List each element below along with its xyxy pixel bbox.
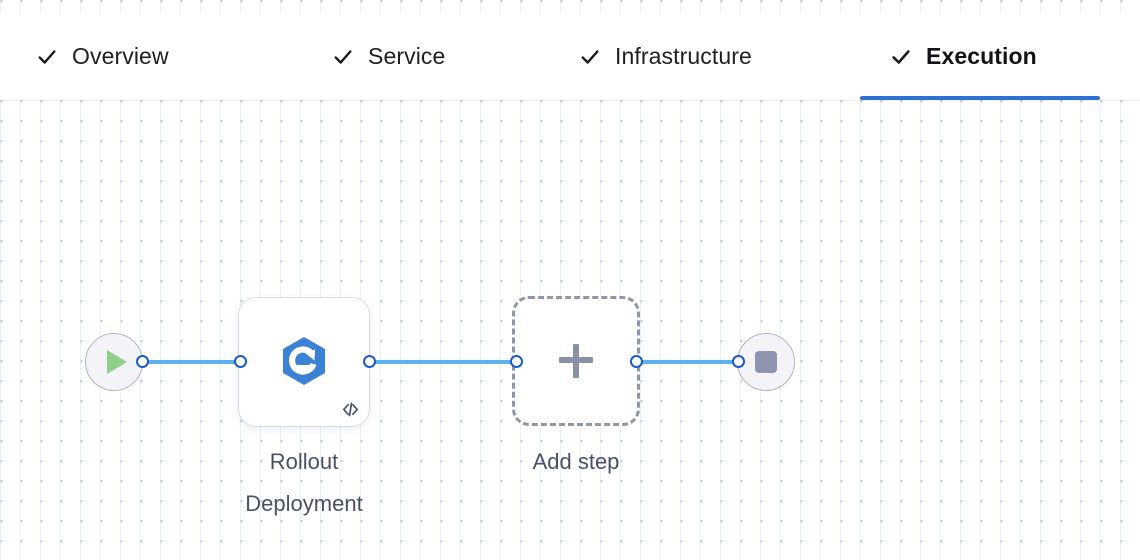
- tab-infrastructure-label: Infrastructure: [615, 43, 752, 69]
- port-rollout-output[interactable]: [363, 355, 376, 368]
- tab-execution[interactable]: Execution: [860, 13, 1100, 100]
- port-start-output[interactable]: [136, 355, 149, 368]
- tab-service[interactable]: Service: [332, 13, 445, 100]
- add-step-node[interactable]: [512, 296, 640, 426]
- check-icon: [579, 46, 601, 68]
- port-rollout-input[interactable]: [234, 355, 247, 368]
- code-icon: [341, 400, 360, 419]
- step-label-rollout-deployment: Rollout Deployment: [245, 449, 363, 516]
- execution-flow-graph: Rollout Deployment Add step: [0, 100, 1140, 560]
- pipeline-stage-tabs: Overview Service Infrastructure: [0, 13, 1140, 100]
- port-end-input[interactable]: [732, 355, 745, 368]
- play-icon: [106, 350, 127, 374]
- port-addstep-input[interactable]: [510, 355, 523, 368]
- step-label-add-step: Add step: [532, 449, 620, 474]
- check-icon: [332, 46, 354, 68]
- tab-infrastructure[interactable]: Infrastructure: [579, 13, 752, 100]
- tab-execution-label: Execution: [926, 43, 1037, 69]
- end-node[interactable]: [737, 333, 795, 391]
- plus-icon: [559, 344, 593, 378]
- tab-overview[interactable]: Overview: [36, 13, 169, 100]
- rollout-deployment-icon: [278, 335, 330, 387]
- step-node-rollout-deployment[interactable]: [239, 298, 369, 426]
- check-icon: [890, 46, 912, 68]
- port-addstep-output[interactable]: [630, 355, 643, 368]
- tab-service-label: Service: [368, 43, 446, 69]
- check-icon: [36, 46, 58, 68]
- tab-overview-label: Overview: [72, 43, 169, 69]
- start-node[interactable]: [85, 333, 143, 391]
- stop-icon: [755, 351, 777, 373]
- tab-active-underline: [860, 96, 1100, 100]
